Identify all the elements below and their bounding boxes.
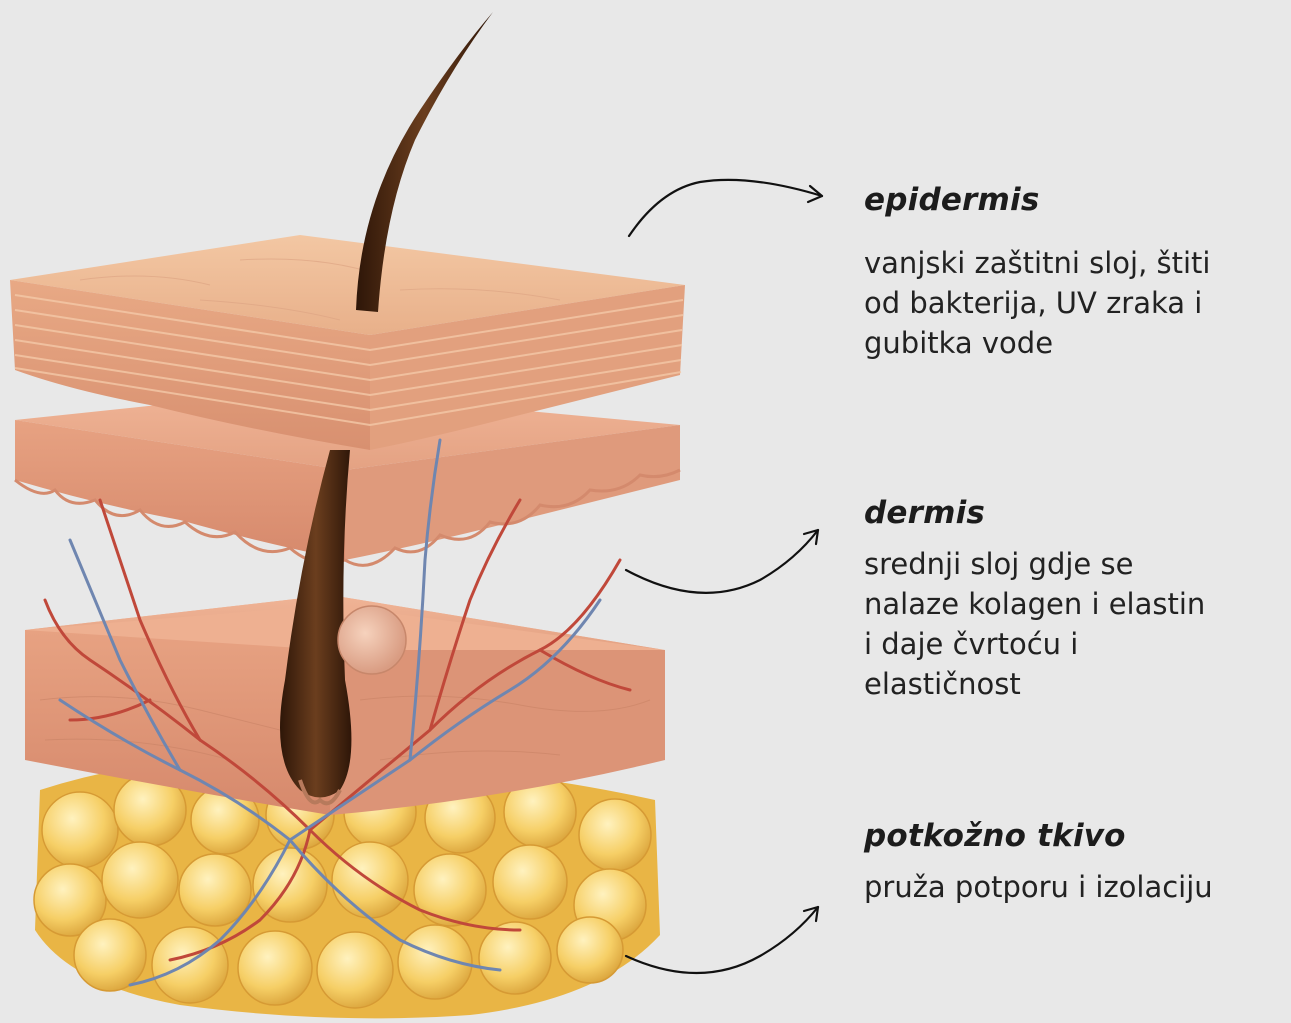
epidermis-title: epidermis (864, 182, 1284, 219)
dermis-label: dermis srednji sloj gdje se nalaze kolag… (864, 495, 1284, 704)
hypodermis-description: pruža potporu i izolaciju (864, 867, 1284, 907)
hypodermis-title: potkožno tkivo (864, 818, 1284, 855)
hypodermis-label: potkožno tkivo pruža potporu i izolaciju (864, 818, 1284, 907)
arrow-to-epidermis (629, 180, 822, 236)
pointer-arrows (600, 150, 860, 990)
dermis-description: srednji sloj gdje se nalaze kolagen i el… (864, 544, 1284, 704)
epidermis-description: vanjski zaštitni sloj, štiti od bakterij… (864, 243, 1284, 363)
arrow-to-hypodermis (626, 907, 818, 973)
dermis-title: dermis (864, 495, 1284, 532)
epidermis-label: epidermis vanjski zaštitni sloj, štiti o… (864, 182, 1284, 363)
skin-layers-illustration (0, 0, 700, 1023)
arrow-to-dermis (626, 530, 818, 593)
